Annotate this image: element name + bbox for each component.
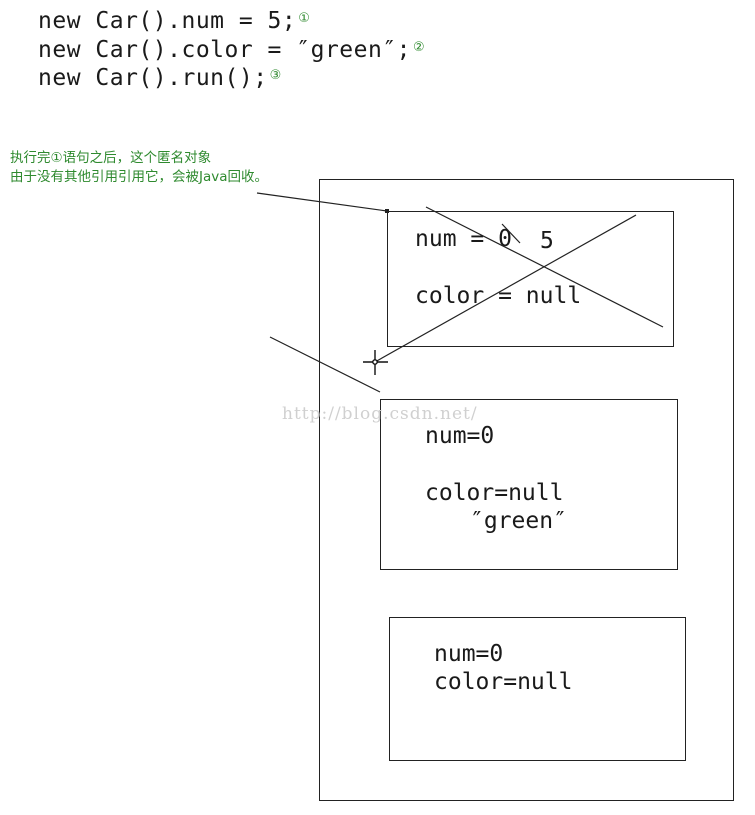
- object-box-1: [387, 211, 674, 347]
- annotation-line-2: 由于没有其他引用引用它，会被Java回收。: [10, 169, 269, 185]
- object-1-color: color = null: [415, 283, 582, 309]
- cross-line-2: [374, 214, 637, 363]
- object-2-num: num=0: [425, 423, 495, 449]
- code-line-3: new Car().run();③: [38, 65, 282, 91]
- object-2-color: color=null: [425, 480, 564, 506]
- code-text-1: new Car().num = 5;: [38, 8, 297, 34]
- object-box-2: [380, 399, 678, 570]
- object-2-new-color: ″green″: [470, 508, 567, 534]
- strike-zero: [501, 223, 521, 244]
- marker-3: ③: [269, 68, 282, 83]
- object-1-new-num: 5: [540, 228, 554, 254]
- annotation-pointer-line: [256, 192, 388, 212]
- annotation-line-1: 执行完①语句之后，这个匿名对象: [10, 150, 212, 166]
- code-line-2: new Car().color = ″green″;②: [38, 37, 425, 63]
- heap-box: [319, 179, 734, 801]
- object-box-3: [389, 617, 686, 761]
- object-3-color: color=null: [434, 669, 573, 695]
- watermark: http://blog.csdn.net/: [282, 404, 478, 424]
- code-line-1: new Car().num = 5;①: [38, 8, 310, 34]
- crosshair-cursor-icon: [363, 350, 388, 375]
- object-3-num: num=0: [434, 641, 504, 667]
- marker-1: ①: [298, 11, 311, 26]
- marker-2: ②: [413, 40, 426, 55]
- code-text-3: new Car().run();: [38, 65, 268, 91]
- code-text-2: new Car().color = ″green″;: [38, 37, 412, 63]
- pointer-endpoint: [385, 209, 389, 213]
- reference-line: [269, 336, 381, 393]
